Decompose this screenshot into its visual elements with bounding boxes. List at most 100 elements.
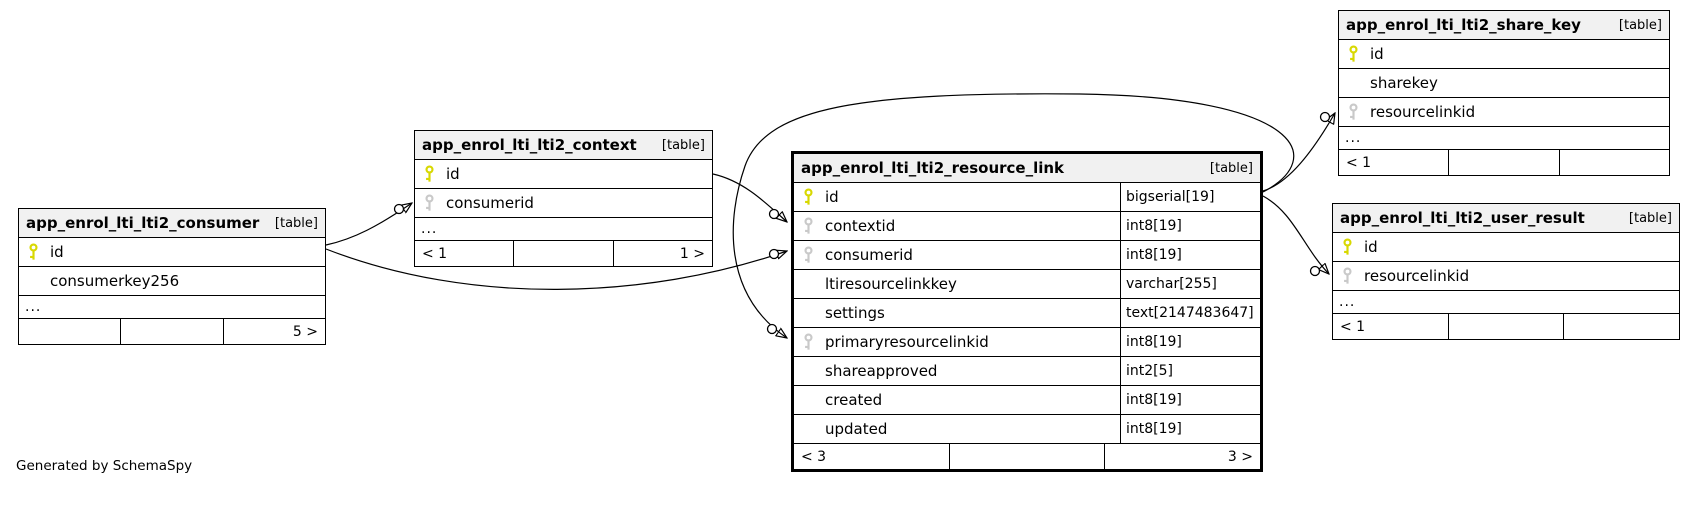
column-name: resourcelinkid bbox=[1364, 267, 1470, 285]
column-name: created bbox=[825, 391, 883, 409]
primary-key-icon bbox=[1343, 238, 1352, 255]
primary-key-icon bbox=[804, 188, 813, 205]
foreign-key-icon bbox=[804, 246, 813, 263]
table-tag: [table] bbox=[1209, 160, 1253, 176]
column-name: id bbox=[1364, 238, 1378, 256]
table-user-result: app_enrol_lti_lti2_user_result [table] i… bbox=[1332, 203, 1680, 340]
generated-by-note: Generated by SchemaSpy bbox=[16, 458, 193, 474]
hidden-columns-ellipsis: ... bbox=[1339, 127, 1669, 150]
column-name: id bbox=[1370, 45, 1384, 63]
edge-resource-link-to-user-result bbox=[1262, 195, 1329, 274]
edge-endpoint-circle bbox=[1319, 111, 1331, 123]
column-type: int8[19] bbox=[1120, 328, 1260, 356]
table-title[interactable]: app_enrol_lti_lti2_user_result bbox=[1340, 209, 1585, 227]
table-header: app_enrol_lti_lti2_user_result [table] bbox=[1333, 204, 1679, 233]
edge-resource-link-to-share-key bbox=[1262, 113, 1335, 192]
column-row-resourcelinkid: resourcelinkid bbox=[1339, 98, 1669, 127]
column-type: text[2147483647] bbox=[1120, 299, 1260, 327]
column-type: int2[5] bbox=[1120, 357, 1260, 385]
table-header: app_enrol_lti_lti2_resource_link [table] bbox=[794, 154, 1260, 183]
footer-mid-cell bbox=[1448, 150, 1558, 175]
column-name: id bbox=[825, 188, 839, 206]
table-title[interactable]: app_enrol_lti_lti2_consumer bbox=[26, 214, 260, 232]
column-type: int8[19] bbox=[1120, 386, 1260, 414]
column-name: consumerid bbox=[825, 246, 913, 264]
foreign-key-icon bbox=[1343, 267, 1352, 284]
column-type: int8[19] bbox=[1120, 415, 1260, 443]
footer-parents-count: 1 > bbox=[612, 241, 712, 266]
column-name: sharekey bbox=[1370, 74, 1438, 92]
table-share-key: app_enrol_lti_lti2_share_key [table] id … bbox=[1338, 10, 1670, 176]
column-row-settings: settings text[2147483647] bbox=[794, 299, 1260, 328]
table-footer: < 1 1 > bbox=[415, 241, 712, 266]
footer-parents-count: 5 > bbox=[222, 319, 325, 344]
column-name: settings bbox=[825, 304, 885, 322]
footer-parents-count: 3 > bbox=[1104, 444, 1260, 469]
column-name: shareapproved bbox=[825, 362, 938, 380]
column-type: bigserial[19] bbox=[1120, 183, 1260, 211]
table-header: app_enrol_lti_lti2_share_key [table] bbox=[1339, 11, 1669, 40]
table-resource-link: app_enrol_lti_lti2_resource_link [table]… bbox=[791, 151, 1263, 472]
column-row-consumerkey256: consumerkey256 bbox=[19, 267, 325, 296]
table-tag: [table] bbox=[274, 215, 318, 231]
footer-children-count: < 1 bbox=[422, 245, 448, 262]
column-row-id: id bbox=[415, 160, 712, 189]
footer-children-count: < 1 bbox=[1346, 154, 1372, 171]
table-consumer: app_enrol_lti_lti2_consumer [table] id c… bbox=[18, 208, 326, 345]
footer-parents-count bbox=[1563, 314, 1679, 339]
column-row-updated: updated int8[19] bbox=[794, 415, 1260, 444]
edge-resource-link-self-reference bbox=[732, 93, 1295, 338]
footer-mid-cell bbox=[120, 319, 222, 344]
edge-context-to-resource-link bbox=[712, 173, 787, 222]
column-name: primaryresourcelinkid bbox=[825, 333, 989, 351]
column-name: consumerid bbox=[446, 194, 534, 212]
edge-consumer-to-resource-link bbox=[325, 248, 787, 290]
column-type: int8[19] bbox=[1120, 241, 1260, 269]
column-row-id: id bbox=[19, 238, 325, 267]
column-type: int8[19] bbox=[1120, 212, 1260, 240]
column-name: consumerkey256 bbox=[50, 272, 180, 290]
primary-key-icon bbox=[29, 243, 38, 260]
column-row-ltiresourcelinkkey: ltiresourcelinkkey varchar[255] bbox=[794, 270, 1260, 299]
column-type: varchar[255] bbox=[1120, 270, 1260, 298]
primary-key-icon bbox=[1349, 45, 1358, 62]
table-title[interactable]: app_enrol_lti_lti2_resource_link bbox=[801, 159, 1065, 177]
table-footer: < 1 bbox=[1339, 150, 1669, 175]
column-row-shareapproved: shareapproved int2[5] bbox=[794, 357, 1260, 386]
edge-endpoint-circle bbox=[768, 248, 780, 260]
foreign-key-icon bbox=[425, 194, 434, 211]
table-header: app_enrol_lti_lti2_consumer [table] bbox=[19, 209, 325, 238]
table-footer: 5 > bbox=[19, 319, 325, 344]
primary-key-icon bbox=[425, 165, 434, 182]
footer-mid-cell bbox=[513, 241, 612, 266]
hidden-columns-ellipsis: ... bbox=[415, 218, 712, 241]
table-footer: < 3 3 > bbox=[794, 444, 1260, 469]
table-footer: < 1 bbox=[1333, 314, 1679, 339]
column-row-id: id bigserial[19] bbox=[794, 183, 1260, 212]
column-name: resourcelinkid bbox=[1370, 103, 1476, 121]
table-tag: [table] bbox=[661, 137, 705, 153]
table-title[interactable]: app_enrol_lti_lti2_share_key bbox=[1346, 16, 1581, 34]
column-row-resourcelinkid: resourcelinkid bbox=[1333, 262, 1679, 291]
table-title[interactable]: app_enrol_lti_lti2_context bbox=[422, 136, 637, 154]
column-row-created: created int8[19] bbox=[794, 386, 1260, 415]
foreign-key-icon bbox=[804, 333, 813, 350]
hidden-columns-ellipsis: ... bbox=[1333, 291, 1679, 314]
table-context: app_enrol_lti_lti2_context [table] id co… bbox=[414, 130, 713, 267]
column-name: id bbox=[446, 165, 460, 183]
foreign-key-icon bbox=[1349, 103, 1358, 120]
footer-children-count: < 1 bbox=[1340, 318, 1366, 335]
column-row-sharekey: sharekey bbox=[1339, 69, 1669, 98]
hidden-columns-ellipsis: ... bbox=[19, 296, 325, 319]
table-tag: [table] bbox=[1628, 210, 1672, 226]
column-name: updated bbox=[825, 420, 888, 438]
foreign-key-icon bbox=[804, 217, 813, 234]
table-tag: [table] bbox=[1618, 17, 1662, 33]
table-header: app_enrol_lti_lti2_context [table] bbox=[415, 131, 712, 160]
column-row-contextid: contextid int8[19] bbox=[794, 212, 1260, 241]
footer-mid-cell bbox=[948, 444, 1105, 469]
footer-children-count: < 3 bbox=[801, 448, 827, 465]
footer-mid-cell bbox=[1447, 314, 1564, 339]
column-name: id bbox=[50, 243, 64, 261]
